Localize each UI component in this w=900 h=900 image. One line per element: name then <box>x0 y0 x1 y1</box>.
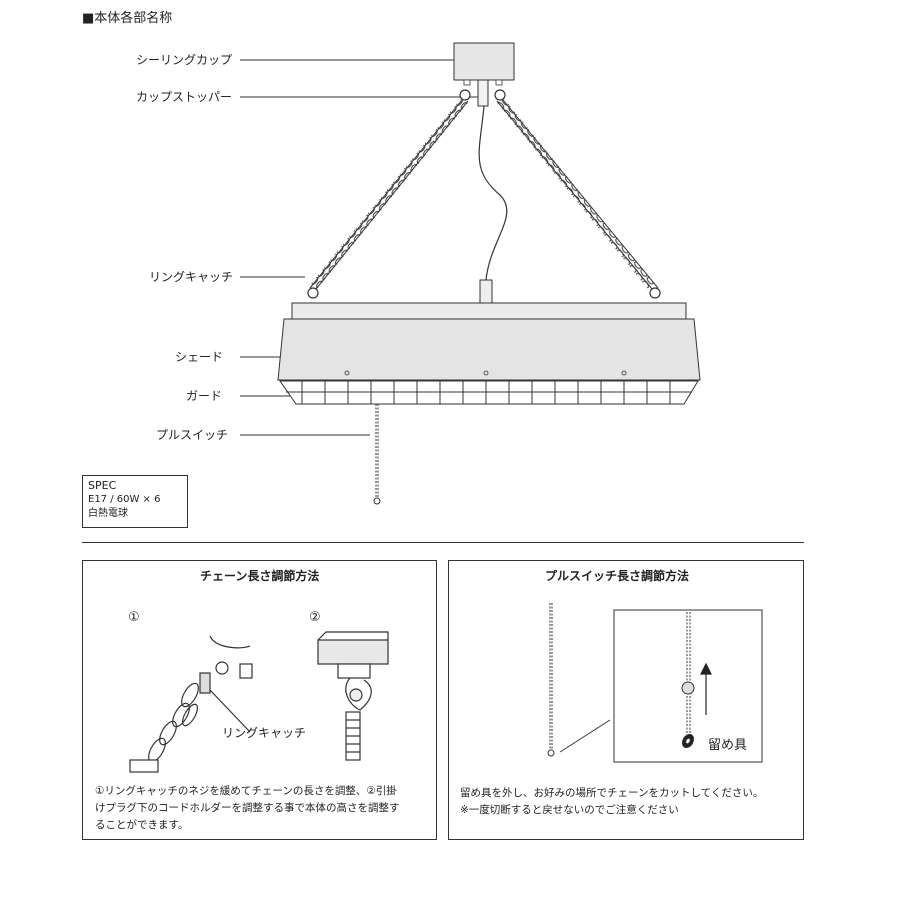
section-title: ■本体各部名称 <box>82 11 173 26</box>
chain-adjust-illustration-1 <box>129 635 253 773</box>
guard-grid <box>279 380 699 405</box>
ring-catch-left <box>307 287 319 299</box>
shade-body <box>277 318 701 381</box>
divider <box>82 542 804 543</box>
ring-catch-right <box>649 287 661 299</box>
ring-catch-callout: リングキャッチ <box>222 726 307 740</box>
chain-note-line-3: ることができます。 <box>95 819 189 831</box>
pull-adjust-panel <box>448 560 804 840</box>
step-1-marker: ① <box>128 610 140 625</box>
label-pull-switch: プルスイッチ <box>156 428 229 442</box>
pull-switch-chain <box>373 404 381 505</box>
leader-lines <box>240 59 478 436</box>
spec-box: SPEC E17 / 60W × 6 白熱電球 <box>82 475 188 528</box>
pull-chain-detail <box>681 612 695 749</box>
ceiling-cup <box>453 42 515 81</box>
pull-panel-title: プルスイッチ長さ調節方法 <box>545 569 690 583</box>
chain-left <box>309 97 469 290</box>
cup-stopper <box>477 79 489 107</box>
chain-note-line-2: けプラグ下のコードホルダーを調整する事で本体の高さを調整す <box>95 802 400 814</box>
top-plate <box>291 302 687 320</box>
chain-adjust-panel <box>82 560 437 840</box>
chain-panel-note: ①リングキャッチのネジを緩めてチェーンの長さを調整、②引掛 けプラグ下のコードホ… <box>95 783 431 834</box>
pull-chain-full <box>547 603 611 757</box>
pull-note-line-1: 留め具を外し、お好みの場所でチェーンをカットしてください。 <box>460 787 764 799</box>
step-2-marker: ② <box>309 610 321 625</box>
spec-bulb: E17 / 60W × 6 <box>88 494 161 505</box>
label-shade: シェード <box>175 350 224 364</box>
chain-adjust-illustration-2 <box>317 631 389 761</box>
label-cup-stopper: カップストッパー <box>136 90 233 104</box>
chain-note-line-1: ①リングキャッチのネジを緩めてチェーンの長さを調整、②引掛 <box>95 785 397 797</box>
label-ring-catch: リングキャッチ <box>149 270 234 284</box>
chain-panel-title: チェーン長さ調節方法 <box>200 569 320 583</box>
label-ceiling-cup: シーリングカップ <box>136 53 233 67</box>
up-arrow-icon <box>700 662 712 715</box>
power-cord <box>478 105 508 281</box>
spec-title: SPEC <box>88 479 117 492</box>
label-guard: ガード <box>186 389 223 403</box>
detail-box <box>613 609 763 763</box>
spec-type: 白熱電球 <box>88 508 128 519</box>
pull-note-line-2: ※一度切断すると戻せないのでご注意ください <box>460 804 679 816</box>
chain-right <box>496 97 659 290</box>
pull-panel-note: 留め具を外し、お好みの場所でチェーンをカットしてください。 ※一度切断すると戻せ… <box>460 785 800 819</box>
stopper-callout: 留め具 <box>708 738 748 753</box>
